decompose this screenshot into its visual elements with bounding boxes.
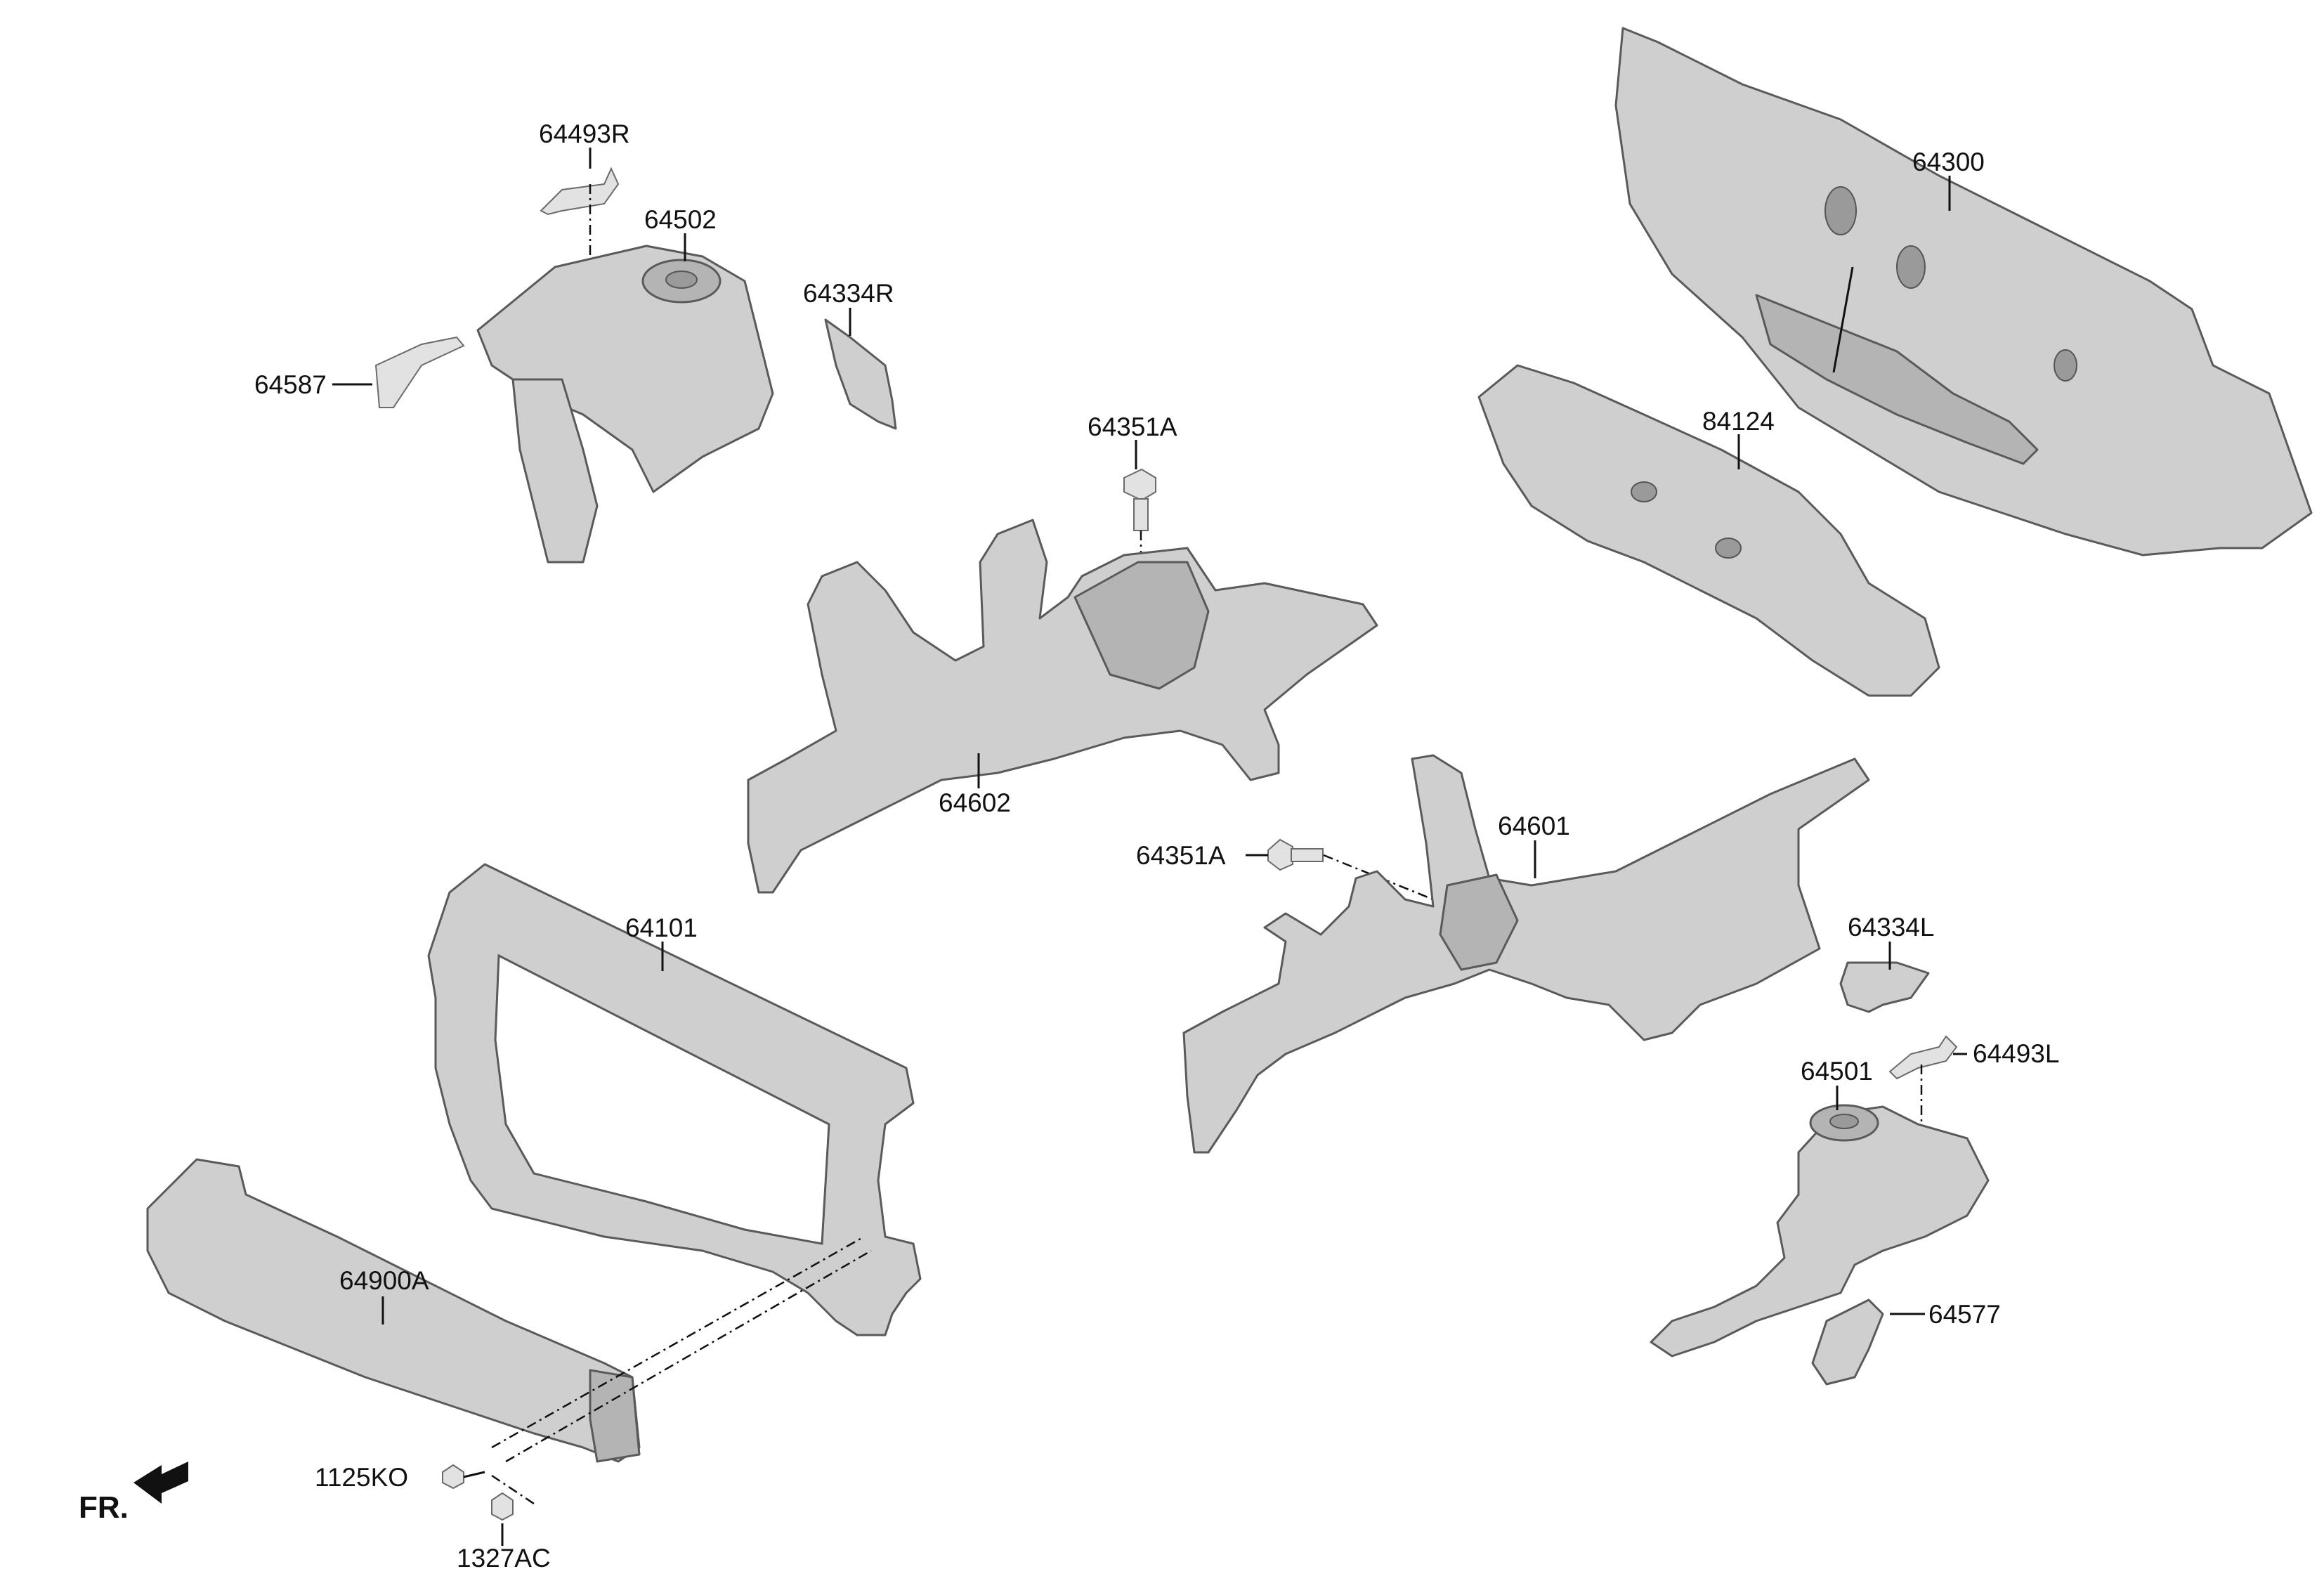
part-64900A-bumper-beam <box>146 1158 641 1463</box>
label-1327AC: 1327AC <box>457 1544 551 1573</box>
part-64502-wheel-housing-rh <box>476 245 774 564</box>
label-64300: 64300 <box>1912 148 1985 176</box>
part-84124-insulator-pad <box>1477 364 1940 697</box>
part-64334L-bracket <box>1839 961 1930 1013</box>
part-1125KO-bolt <box>442 1464 485 1490</box>
label-64334R: 64334R <box>803 279 894 308</box>
part-64351A-bolt-top <box>1123 468 1156 566</box>
label-64577: 64577 <box>1928 1300 2001 1329</box>
label-64493L: 64493L <box>1973 1039 2059 1068</box>
part-64101-radiator-support <box>427 863 922 1336</box>
label-64493R: 64493R <box>539 119 630 148</box>
part-64351A-bolt-mid <box>1267 838 1434 901</box>
label-64351A-mid: 64351A <box>1136 841 1226 870</box>
part-64587-brace <box>374 336 465 408</box>
part-64601-side-member-lh <box>1182 754 1870 1154</box>
leader-lines <box>332 148 1967 1546</box>
label-64587: 64587 <box>254 370 327 399</box>
label-64602: 64602 <box>939 788 1011 817</box>
label-64101: 64101 <box>625 913 698 942</box>
part-64602-side-member-rh <box>747 519 1378 894</box>
part-1327AC-nut <box>491 1492 514 1521</box>
label-64501: 64501 <box>1801 1057 1873 1086</box>
assembly-guide-lines <box>491 1235 872 1505</box>
part-64577-brace <box>1811 1299 1884 1386</box>
label-64502: 64502 <box>644 205 717 234</box>
label-64334L: 64334L <box>1848 913 1934 942</box>
part-64334R-bracket <box>824 318 897 430</box>
label-84124: 84124 <box>1702 407 1775 436</box>
part-labels: 64493R 64502 64334R 64587 64300 84124 64… <box>254 119 2059 1573</box>
label-64900A: 64900A <box>339 1266 429 1295</box>
part-64300-dash-panel <box>1614 27 2313 557</box>
part-64501-wheel-housing-lh <box>1650 1104 1990 1358</box>
label-64601: 64601 <box>1498 812 1570 840</box>
front-label: FR. <box>79 1490 129 1525</box>
label-64351A-top: 64351A <box>1088 412 1177 441</box>
front-arrow-icon <box>133 1462 188 1504</box>
label-1125KO: 1125KO <box>315 1463 408 1492</box>
part-64493R-bracket <box>540 167 620 263</box>
front-direction-indicator: FR. <box>79 1462 188 1525</box>
